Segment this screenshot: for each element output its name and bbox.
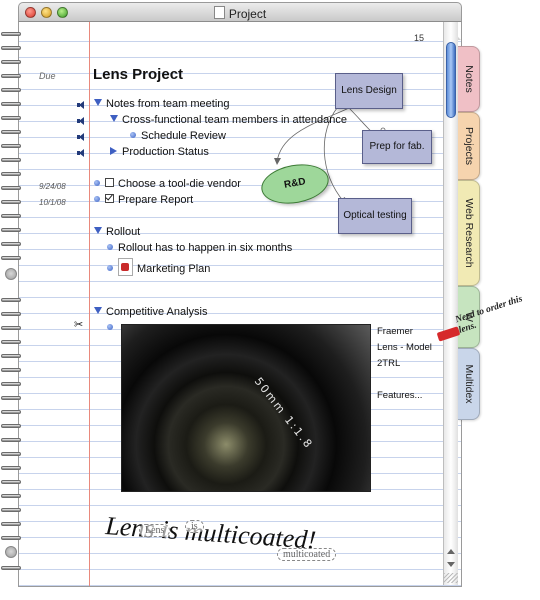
outline-text: Schedule Review	[141, 130, 226, 142]
recognized-word[interactable]: multicoated	[277, 548, 337, 561]
tab-notes[interactable]: Notes	[458, 46, 480, 112]
tab-label: Projects	[462, 127, 475, 165]
tab-projects[interactable]: Projects	[458, 112, 480, 180]
recognized-word[interactable]: Lens	[139, 524, 171, 537]
margin-line	[89, 22, 90, 586]
outline-item-rollout[interactable]: Rollout	[94, 226, 140, 238]
pdf-file-icon[interactable]	[118, 258, 133, 276]
todo-checkbox[interactable]	[105, 178, 114, 187]
outline-item-marketing-plan[interactable]: Marketing Plan	[107, 258, 210, 276]
disclosure-down-icon[interactable]	[94, 227, 102, 234]
scrollbar-thumb[interactable]	[446, 42, 456, 118]
audio-speaker-icon[interactable]	[77, 117, 84, 125]
outline-text: Notes from team meeting	[106, 98, 230, 110]
tab-multidex[interactable]: Multidex	[458, 348, 480, 420]
todo-checkbox-checked[interactable]	[105, 194, 114, 203]
mindmap-node-optical-testing[interactable]: Optical testing	[338, 198, 412, 234]
zoom-button[interactable]	[57, 7, 68, 18]
photo-note-line: Fraemer	[377, 326, 413, 337]
bullet-icon	[107, 244, 113, 250]
audio-speaker-icon[interactable]	[77, 133, 84, 141]
disclosure-down-icon[interactable]	[110, 115, 118, 122]
due-date[interactable]: 10/1/08	[39, 198, 66, 207]
mind-map-connectors	[274, 107, 386, 205]
punch-hole	[5, 268, 17, 280]
photo-note-line: Lens - Model	[377, 342, 432, 353]
outline-item-production-status[interactable]: Production Status	[110, 146, 209, 158]
window-title: Project	[19, 6, 461, 21]
disclosure-down-icon[interactable]	[94, 99, 102, 106]
outline-item-schedule-review[interactable]: Schedule Review	[130, 130, 226, 142]
resize-grip[interactable]	[444, 573, 458, 583]
bullet-icon	[107, 265, 113, 271]
page-title[interactable]: Lens Project	[93, 66, 184, 83]
tab-label: Notes	[462, 65, 475, 93]
outline-item-notes-meeting[interactable]: Notes from team meeting	[94, 98, 230, 110]
close-button[interactable]	[25, 7, 36, 18]
minimize-button[interactable]	[41, 7, 52, 18]
audio-speaker-icon[interactable]	[77, 101, 84, 109]
mindmap-node-lens-design[interactable]: Lens Design	[335, 73, 403, 109]
bullet-icon	[94, 196, 100, 202]
bullet-icon	[107, 324, 113, 330]
photo-note-line: 2TRL	[377, 358, 401, 369]
outline-item-competitive-analysis[interactable]: Competitive Analysis	[94, 306, 208, 318]
lens-photo[interactable]: 50mm 1:1.8	[121, 324, 371, 492]
tab-label: Multidex	[462, 364, 475, 404]
photo-note-line	[377, 372, 432, 388]
clipping-scissors-icon[interactable]: ✂	[74, 319, 84, 331]
scroll-up-arrow-icon[interactable]	[447, 549, 455, 554]
scroll-down-arrow-icon[interactable]	[447, 562, 455, 567]
due-column-label: Due	[39, 71, 56, 81]
outline-item-cross-functional[interactable]: Cross-functional team members in attenda…	[110, 114, 347, 126]
handwriting-area[interactable]: Lens is multicoated! Lens is multicoated	[99, 504, 379, 564]
outline-item-photo-bullet[interactable]	[107, 322, 118, 334]
photo-notes[interactable]: Fraemer Lens - Model 2TRL Features...	[377, 324, 432, 404]
bullet-icon	[130, 132, 136, 138]
disclosure-right-icon[interactable]	[110, 147, 117, 155]
punch-hole	[5, 546, 17, 558]
tab-w[interactable]: W	[458, 286, 480, 348]
spiral-binding	[0, 22, 24, 582]
window-title-text: Project	[228, 7, 267, 21]
vertical-scrollbar[interactable]	[443, 22, 458, 585]
document-icon	[213, 6, 225, 19]
recognized-word[interactable]: is	[185, 520, 204, 533]
tab-web-research[interactable]: Web Research	[458, 180, 480, 286]
outline-text: Production Status	[122, 146, 209, 158]
due-date[interactable]: 9/24/08	[39, 182, 66, 191]
outline-text: Rollout	[106, 226, 141, 238]
outline-text: Cross-functional team members in attenda…	[122, 114, 347, 126]
outline-text: Marketing Plan	[137, 263, 211, 275]
photo-note-line: Features...	[377, 390, 423, 401]
tab-label: Web Research	[462, 198, 475, 268]
mindmap-node-prep-fab[interactable]: Prep for fab.	[362, 130, 432, 164]
notebook-page[interactable]: 15 Due Lens Project Lens Design Prep for…	[18, 22, 462, 587]
title-bar[interactable]: Project	[18, 2, 462, 22]
outline-text: Competitive Analysis	[106, 306, 208, 318]
lens-marking: 50mm 1:1.8	[251, 375, 316, 452]
outline-text: Rollout has to happen in six months	[118, 242, 293, 254]
outline-item-rollout-detail[interactable]: Rollout has to happen in six months	[107, 242, 292, 254]
disclosure-down-icon[interactable]	[94, 307, 102, 314]
mindmap-node-rd[interactable]: R&D	[258, 159, 332, 209]
todo-item-tooldie[interactable]: Choose a tool-die vendor	[94, 178, 241, 190]
page-number: 15	[414, 33, 425, 43]
outline-text: Choose a tool-die vendor	[118, 178, 241, 190]
audio-speaker-icon[interactable]	[77, 149, 84, 157]
outline-text: Prepare Report	[118, 194, 194, 206]
bullet-icon	[94, 180, 100, 186]
todo-item-report[interactable]: Prepare Report	[94, 194, 193, 206]
